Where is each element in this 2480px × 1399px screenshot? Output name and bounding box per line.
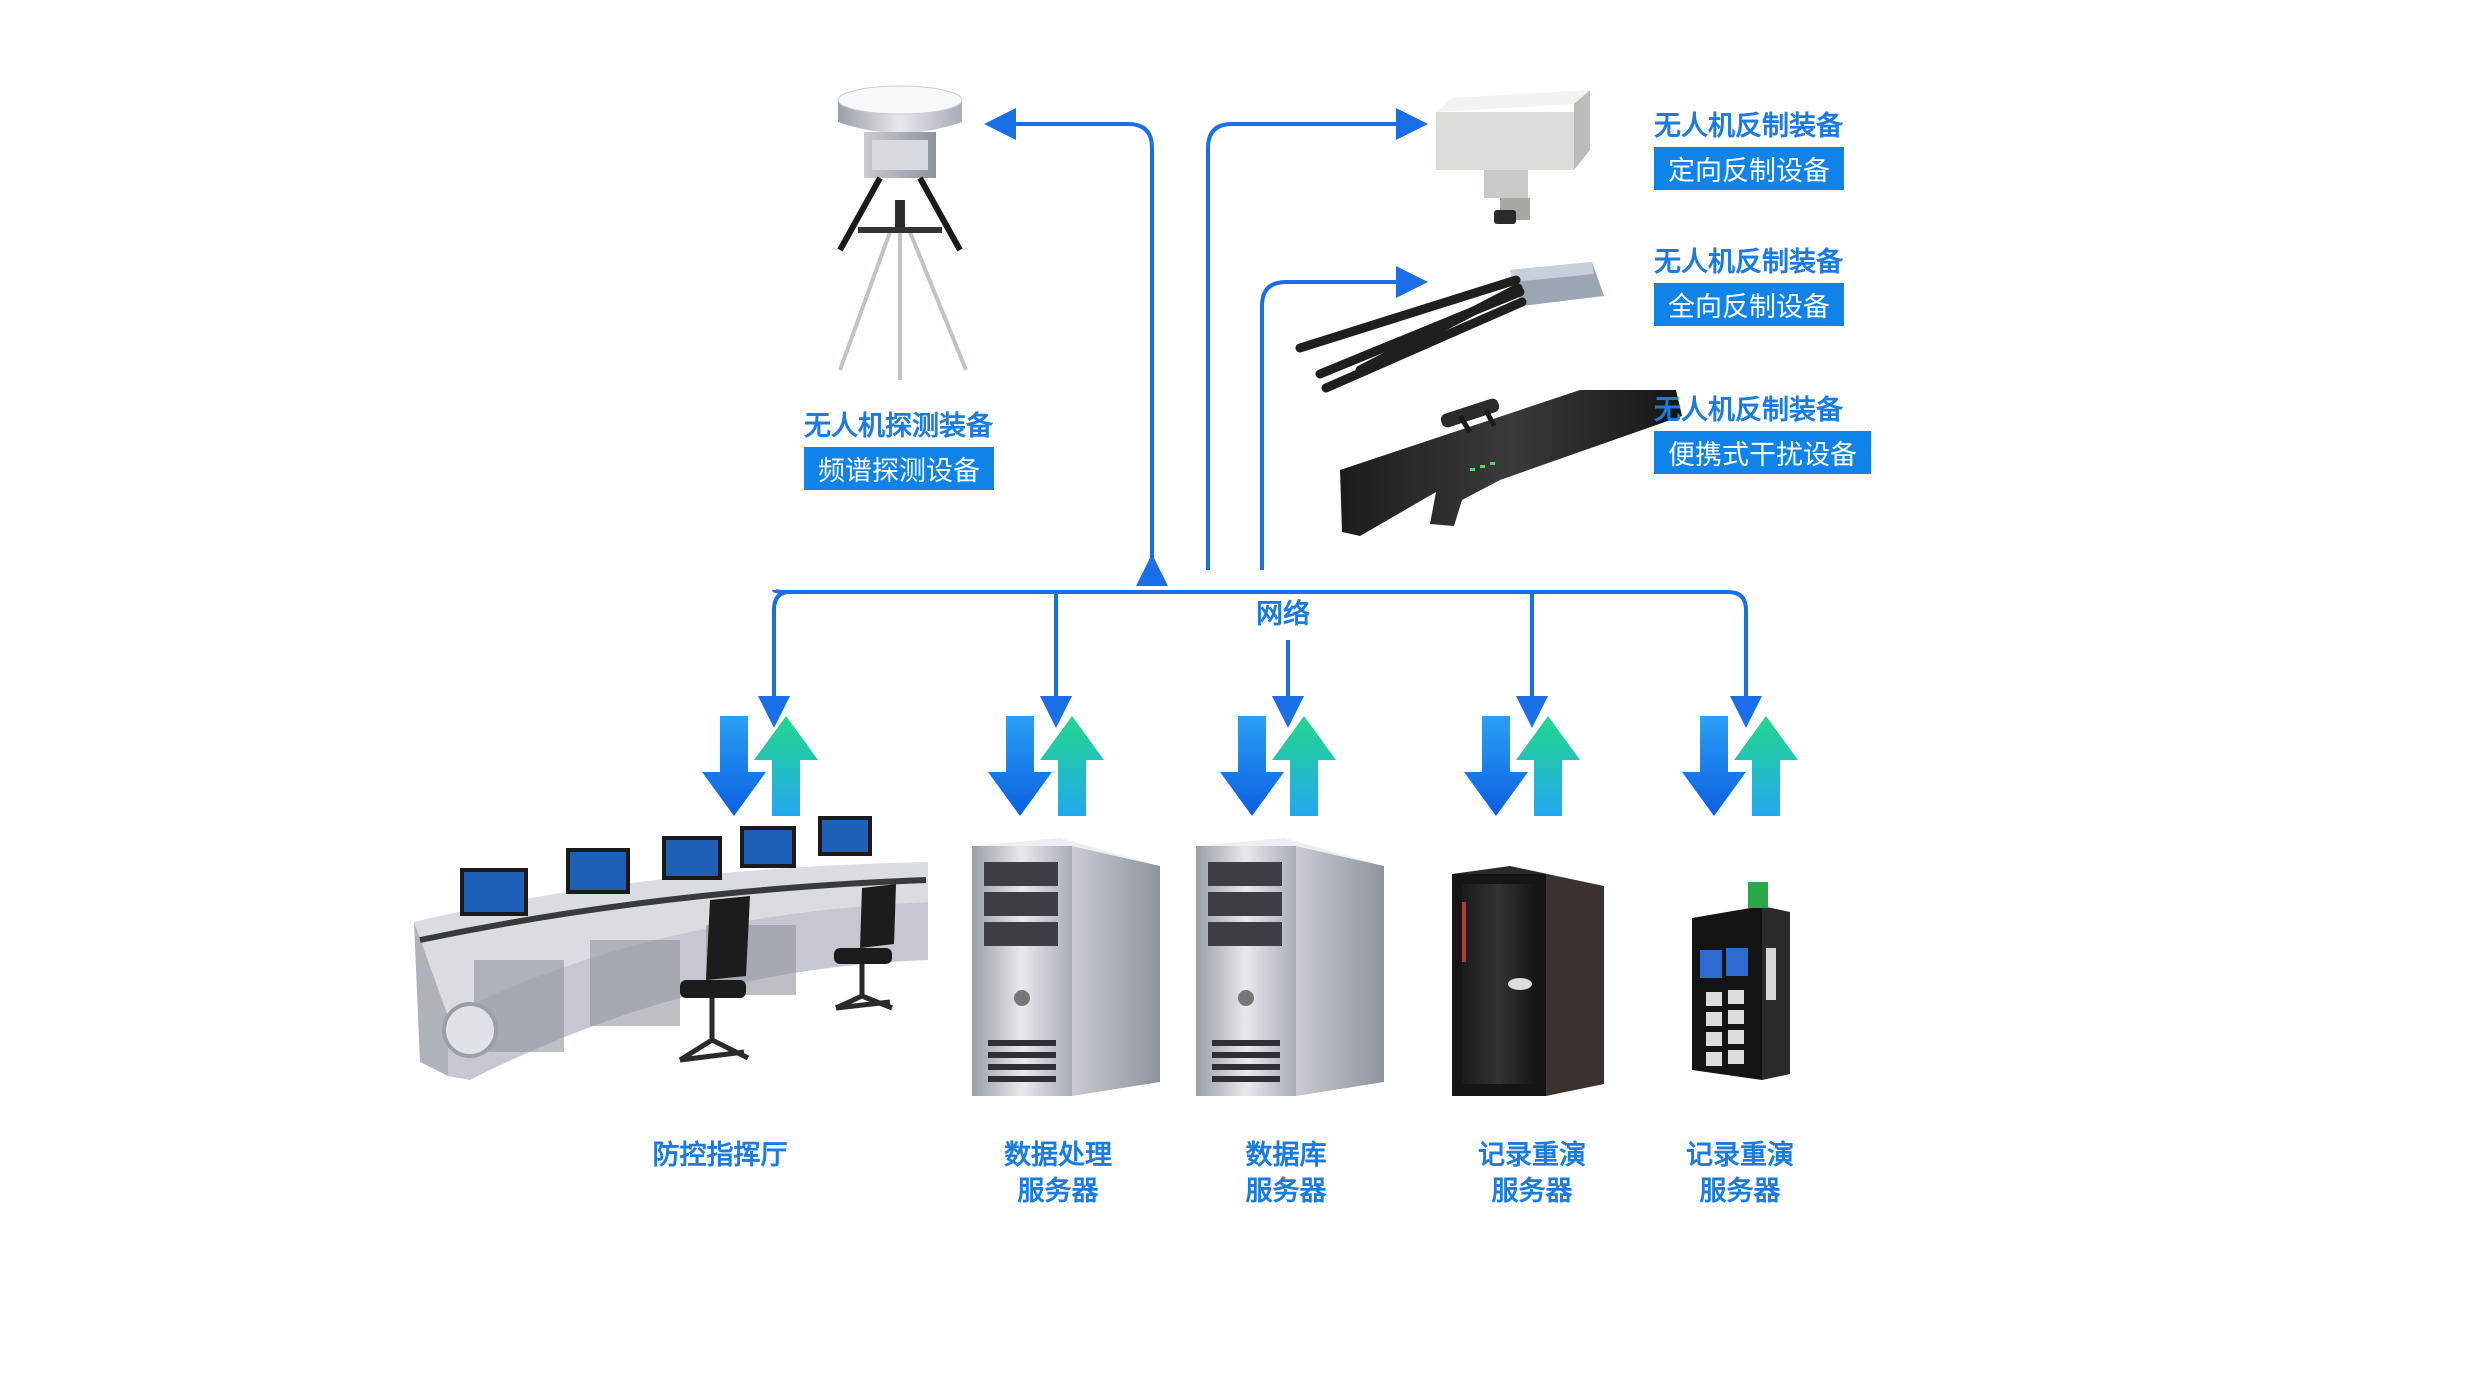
countermeasure-title-3: 无人机反制装备: [1654, 395, 1843, 426]
countermeasure-subtitle-2: 全向反制设备: [1654, 283, 1844, 326]
countermeasure-subtitle-1: 定向反制设备: [1654, 147, 1844, 190]
node-caption-line2: 服务器: [1245, 1176, 1327, 1207]
arrow-pair-4: [1464, 716, 1580, 816]
network-switch-icon: [1692, 882, 1790, 1080]
server-data-processing-icon: [972, 838, 1160, 1096]
node-caption-record-replay-2: 记录重演 服务器: [1640, 1138, 1840, 1210]
arrow-pair-3: [1220, 716, 1336, 816]
portable-jammer-icon: [1340, 390, 1682, 536]
countermeasure-title-1: 无人机反制装备: [1654, 111, 1843, 142]
countermeasure-label-1: 无人机反制装备 定向反制设备: [1654, 104, 1844, 190]
bus-right-branch: [772, 588, 1762, 728]
node-caption-line1: 记录重演: [1686, 1140, 1794, 1171]
link-omni: [1260, 266, 1428, 570]
node-caption-record-replay-1: 记录重演 服务器: [1432, 1138, 1632, 1210]
bus-left-branch: [758, 590, 1200, 728]
network-label: 网络: [1256, 599, 1310, 630]
countermeasure-label-3: 无人机反制装备 便携式干扰设备: [1654, 388, 1871, 474]
node-caption-line2: 服务器: [1699, 1176, 1781, 1207]
arrow-pair-2: [988, 716, 1104, 816]
node-caption-line2: 服务器: [1017, 1176, 1099, 1207]
node-caption-line1: 记录重演: [1478, 1140, 1586, 1171]
node-caption-data-processing: 数据处理 服务器: [958, 1138, 1158, 1210]
node-caption-line2: 服务器: [1491, 1176, 1573, 1207]
link-detection: [984, 108, 1168, 586]
detection-label: 无人机探测装备 频谱探测设备: [804, 404, 994, 490]
server-record-replay-icon: [1452, 866, 1604, 1096]
arrow-pair-5: [1682, 716, 1798, 816]
link-directional: [1206, 108, 1428, 570]
node-caption-command-hall: 防控指挥厅: [540, 1138, 900, 1174]
node-caption-line1: 数据处理: [1004, 1140, 1112, 1171]
omni-jammer-icon: [1295, 262, 1604, 393]
node-caption-database: 数据库 服务器: [1186, 1138, 1386, 1210]
directional-jammer-icon: [1436, 90, 1590, 224]
server-database-icon: [1196, 838, 1384, 1096]
network-lines: [758, 108, 1762, 728]
countermeasure-label-2: 无人机反制装备 全向反制设备: [1654, 240, 1844, 326]
arrow-pair-1: [702, 716, 818, 816]
node-caption-line1: 防控指挥厅: [652, 1140, 788, 1171]
detection-subtitle: 频谱探测设备: [804, 447, 994, 490]
detection-title: 无人机探测装备: [804, 411, 993, 442]
command-console-icon: [414, 816, 928, 1080]
radar-icon: [837, 85, 968, 380]
countermeasure-title-2: 无人机反制装备: [1654, 247, 1843, 278]
countermeasure-subtitle-3: 便携式干扰设备: [1654, 431, 1871, 474]
arrow-pairs: [702, 716, 1798, 816]
node-caption-line1: 数据库: [1245, 1140, 1327, 1171]
